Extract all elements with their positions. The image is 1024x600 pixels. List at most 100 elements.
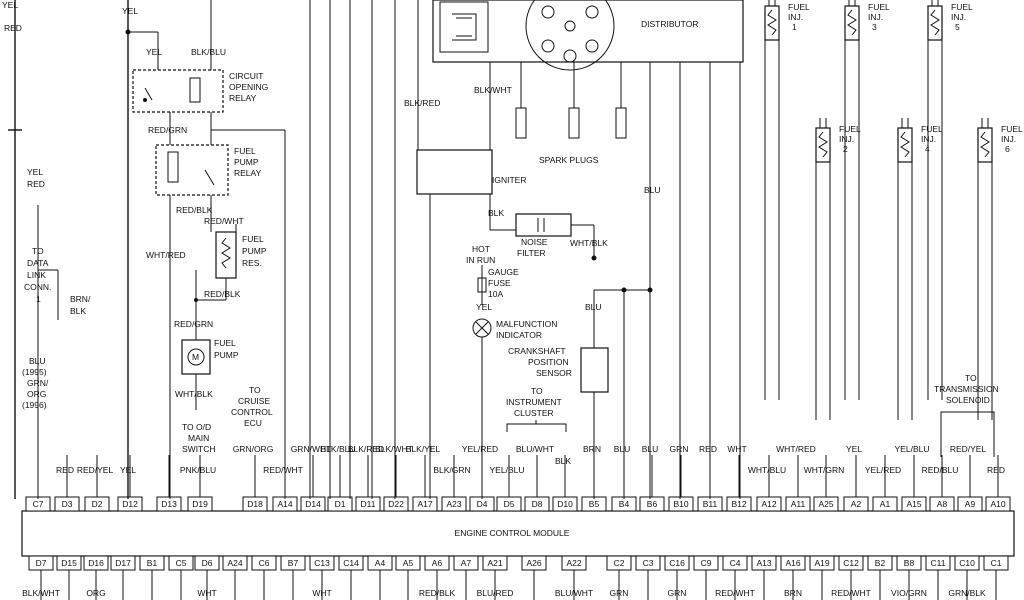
svg-text:CRANKSHAFT: CRANKSHAFT (508, 346, 566, 356)
pin-label-c3: C3 (643, 558, 654, 568)
svg-text:INJ.: INJ. (788, 12, 803, 22)
svg-text:IGNITER: IGNITER (492, 175, 526, 185)
wire-label-d14: GRN/WHT (291, 444, 332, 454)
pin-label-d10: D10 (557, 499, 573, 509)
svg-text:CRUISE: CRUISE (238, 396, 270, 406)
wire-blk-blu-relay: BLK/BLU (191, 47, 226, 57)
pin-label-c16: C16 (669, 558, 685, 568)
wire-label-a15: YEL/BLU (895, 444, 930, 454)
pin-label-b4: B4 (619, 499, 630, 509)
svg-text:M: M (192, 352, 199, 362)
wire-blk-wht-top: BLK/WHT (474, 85, 512, 95)
wire-red-wht: RED/WHT (204, 216, 244, 226)
svg-text:CONN.: CONN. (24, 282, 51, 292)
pin-label-a23: A23 (446, 499, 461, 509)
fuel-pump-relay: FUEL PUMP RELAY (155, 144, 262, 196)
red-top-label: RED (4, 23, 22, 33)
svg-text:FUEL: FUEL (214, 338, 236, 348)
wire-red-blk-2: RED/BLK (204, 289, 241, 299)
wire-yel-relay: YEL (146, 47, 162, 57)
svg-text:GRN/: GRN/ (27, 378, 49, 388)
svg-text:FUEL: FUEL (951, 2, 973, 12)
wire-label-b10: GRN (670, 444, 689, 454)
pin-label-a24: A24 (227, 558, 242, 568)
svg-text:CIRCUIT: CIRCUIT (229, 71, 263, 81)
fuel-pump-resistor: FUEL PUMP RES. (215, 231, 267, 279)
pin-label-a7: A7 (461, 558, 472, 568)
svg-text:MALFUNCTION: MALFUNCTION (496, 319, 557, 329)
pin-label-c11: C11 (931, 558, 946, 568)
svg-text:10A: 10A (488, 289, 503, 299)
svg-text:TRANSMISSION: TRANSMISSION (934, 384, 999, 394)
wire-label-d19: PNK/BLU (180, 465, 216, 475)
fuel-pump: M FUEL PUMP (181, 338, 239, 375)
svg-text:RELAY: RELAY (229, 93, 257, 103)
pin-label-c9: C9 (701, 558, 712, 568)
svg-text:TO: TO (965, 373, 977, 383)
transmission-solenoid-dest: TO TRANSMISSION SOLENOID (934, 373, 999, 457)
wire-label-b11: RED (699, 444, 717, 454)
pin-label-d16: D16 (88, 558, 104, 568)
pin-label-a11: A11 (791, 499, 806, 509)
pin-label-b2: B2 (875, 558, 886, 568)
wire-yel-mil: YEL (476, 302, 492, 312)
wire-label-a8: RED/BLU (922, 465, 959, 475)
wire-label-a25: WHT/GRN (804, 465, 845, 475)
igniter: IGNITER (416, 149, 526, 195)
pin-label-a16: A16 (785, 558, 800, 568)
bottom-pin-wires (40, 570, 997, 600)
pin-label-a22: A22 (566, 558, 581, 568)
left-power-wire: YEL (2, 0, 22, 499)
wire-blk-igniter: BLK (488, 208, 504, 218)
cruise-control-dest: TO CRUISE CONTROL ECU (231, 385, 273, 428)
pin-label-b7: B7 (288, 558, 299, 568)
distributor: DISTRIBUTOR (432, 0, 744, 71)
wire-yel-red-top-1: YEL (27, 167, 43, 177)
pin-label-b1: B1 (147, 558, 158, 568)
svg-text:POSITION: POSITION (528, 357, 569, 367)
svg-text:DISTRIBUTOR: DISTRIBUTOR (641, 19, 698, 29)
wire-label-d5: YEL/BLU (490, 465, 525, 475)
center-bus-wires (309, 0, 396, 499)
wire-label-b12: WHT (727, 444, 746, 454)
pin-label-a25: A25 (818, 499, 833, 509)
svg-text:PUMP: PUMP (214, 350, 239, 360)
svg-text:FUEL: FUEL (839, 124, 861, 134)
svg-text:TO: TO (249, 385, 261, 395)
pin-label-d19: D19 (192, 499, 208, 509)
svg-text:ECU: ECU (244, 418, 262, 428)
svg-text:(1996): (1996) (22, 400, 47, 410)
pin-label-d18: D18 (247, 499, 263, 509)
svg-text:TO: TO (531, 386, 543, 396)
pin-label-b5: B5 (589, 499, 600, 509)
wire-label-a2: YEL (846, 444, 862, 454)
pin-label-d14: D14 (305, 499, 321, 509)
crankshaft-position-sensor: CRANKSHAFT POSITION SENSOR (508, 346, 609, 393)
pin-label-b10: B10 (673, 499, 688, 509)
wire-brn-blk-2: BLK (70, 306, 86, 316)
svg-text:(1995): (1995) (22, 367, 47, 377)
wire-blu-right: BLU (644, 185, 661, 195)
wire-label-a9: RED/YEL (950, 444, 987, 454)
svg-text:FILTER: FILTER (517, 248, 546, 258)
pin-label-c1: C1 (991, 558, 1002, 568)
pin-label-a5: A5 (403, 558, 414, 568)
svg-text:3: 3 (872, 22, 877, 32)
instrument-cluster-dest: TO INSTRUMENT CLUSTER (506, 386, 567, 432)
wire-label-d2: RED/YEL (77, 465, 114, 475)
svg-text:INJ.: INJ. (839, 134, 854, 144)
svg-text:SOLENOID: SOLENOID (946, 395, 990, 405)
od-main-switch-dest: TO O/D MAIN SWITCH (182, 422, 216, 454)
wire-label-a10: RED (987, 465, 1005, 475)
wire-label-d10: BLK (555, 456, 571, 466)
wire-label-d11: BLK/RED (348, 444, 384, 454)
pin-label-c7: C7 (33, 499, 44, 509)
pin-label-a2: A2 (851, 499, 862, 509)
svg-text:INJ.: INJ. (921, 134, 936, 144)
spark-plugs: SPARK PLUGS (515, 62, 627, 165)
svg-text:FUSE: FUSE (488, 278, 511, 288)
